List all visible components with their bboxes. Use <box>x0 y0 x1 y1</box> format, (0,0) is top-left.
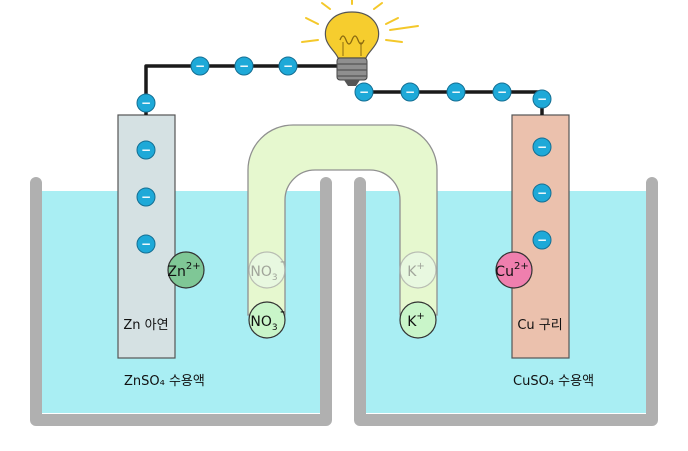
electrons: − − − − − − − − − − − − − − − <box>136 56 552 254</box>
electron-symbol: − <box>537 233 547 247</box>
electron-symbol: − <box>239 59 249 73</box>
potassium-ion: K+ <box>399 301 437 339</box>
electron-symbol: − <box>141 190 151 204</box>
electron: − <box>492 82 512 102</box>
electron-symbol: − <box>141 96 151 110</box>
electron-symbol: − <box>195 59 205 73</box>
electron-symbol: − <box>283 59 293 73</box>
electron-symbol: − <box>497 85 507 99</box>
electron-symbol: − <box>141 237 151 251</box>
potassium-ion-faded: K+ <box>399 251 437 289</box>
electron: − <box>136 140 156 160</box>
electron: − <box>400 82 420 102</box>
svg-text:K+: K+ <box>407 311 425 330</box>
beaker-right <box>354 177 658 426</box>
electron-symbol: − <box>537 140 547 154</box>
svg-text:Zn2+: Zn2+ <box>167 261 200 280</box>
salt-bridge <box>247 124 438 316</box>
electron-symbol: − <box>451 85 461 99</box>
electron: − <box>234 56 254 76</box>
copper-ion-symbol: Cu <box>495 264 514 280</box>
electron: − <box>136 187 156 207</box>
electron: − <box>532 230 552 250</box>
zinc-ion-charge: 2+ <box>186 261 201 272</box>
zinc-electrode-label: Zn 아연 <box>123 318 168 333</box>
electron-symbol: − <box>359 85 369 99</box>
nitrate-ion-faded: NO3 - <box>248 251 286 289</box>
electron: − <box>136 93 156 113</box>
left-solution-label: ZnSO₄ 수용액 <box>124 374 205 389</box>
svg-text:NO3: NO3 <box>250 264 277 283</box>
zinc-ion: Zn2+ <box>167 251 205 289</box>
electron: − <box>354 82 374 102</box>
electron-symbol: − <box>141 143 151 157</box>
electron: − <box>136 234 156 254</box>
electron-symbol: − <box>405 85 415 99</box>
electron: − <box>278 56 298 76</box>
svg-text:-: - <box>280 304 285 320</box>
svg-text:-: - <box>280 254 285 270</box>
svg-text:NO3: NO3 <box>250 314 277 333</box>
electron: − <box>446 82 466 102</box>
copper-ion-charge: 2+ <box>514 261 529 272</box>
beaker-left <box>30 177 332 426</box>
zinc-ion-symbol: Zn <box>167 264 185 280</box>
copper-electrode-label: Cu 구리 <box>517 318 562 333</box>
light-bulb-icon <box>301 0 419 86</box>
electron-symbol: − <box>537 186 547 200</box>
electron: − <box>532 89 552 109</box>
right-solution-label: CuSO₄ 수용액 <box>513 374 594 389</box>
nitrate-ion: NO3 - <box>248 301 286 339</box>
electron: − <box>190 56 210 76</box>
electron: − <box>532 137 552 157</box>
svg-text:K+: K+ <box>407 261 425 280</box>
copper-ion: Cu2+ <box>495 251 533 289</box>
electron-symbol: − <box>537 92 547 106</box>
svg-text:Cu2+: Cu2+ <box>495 261 528 280</box>
electron: − <box>532 183 552 203</box>
